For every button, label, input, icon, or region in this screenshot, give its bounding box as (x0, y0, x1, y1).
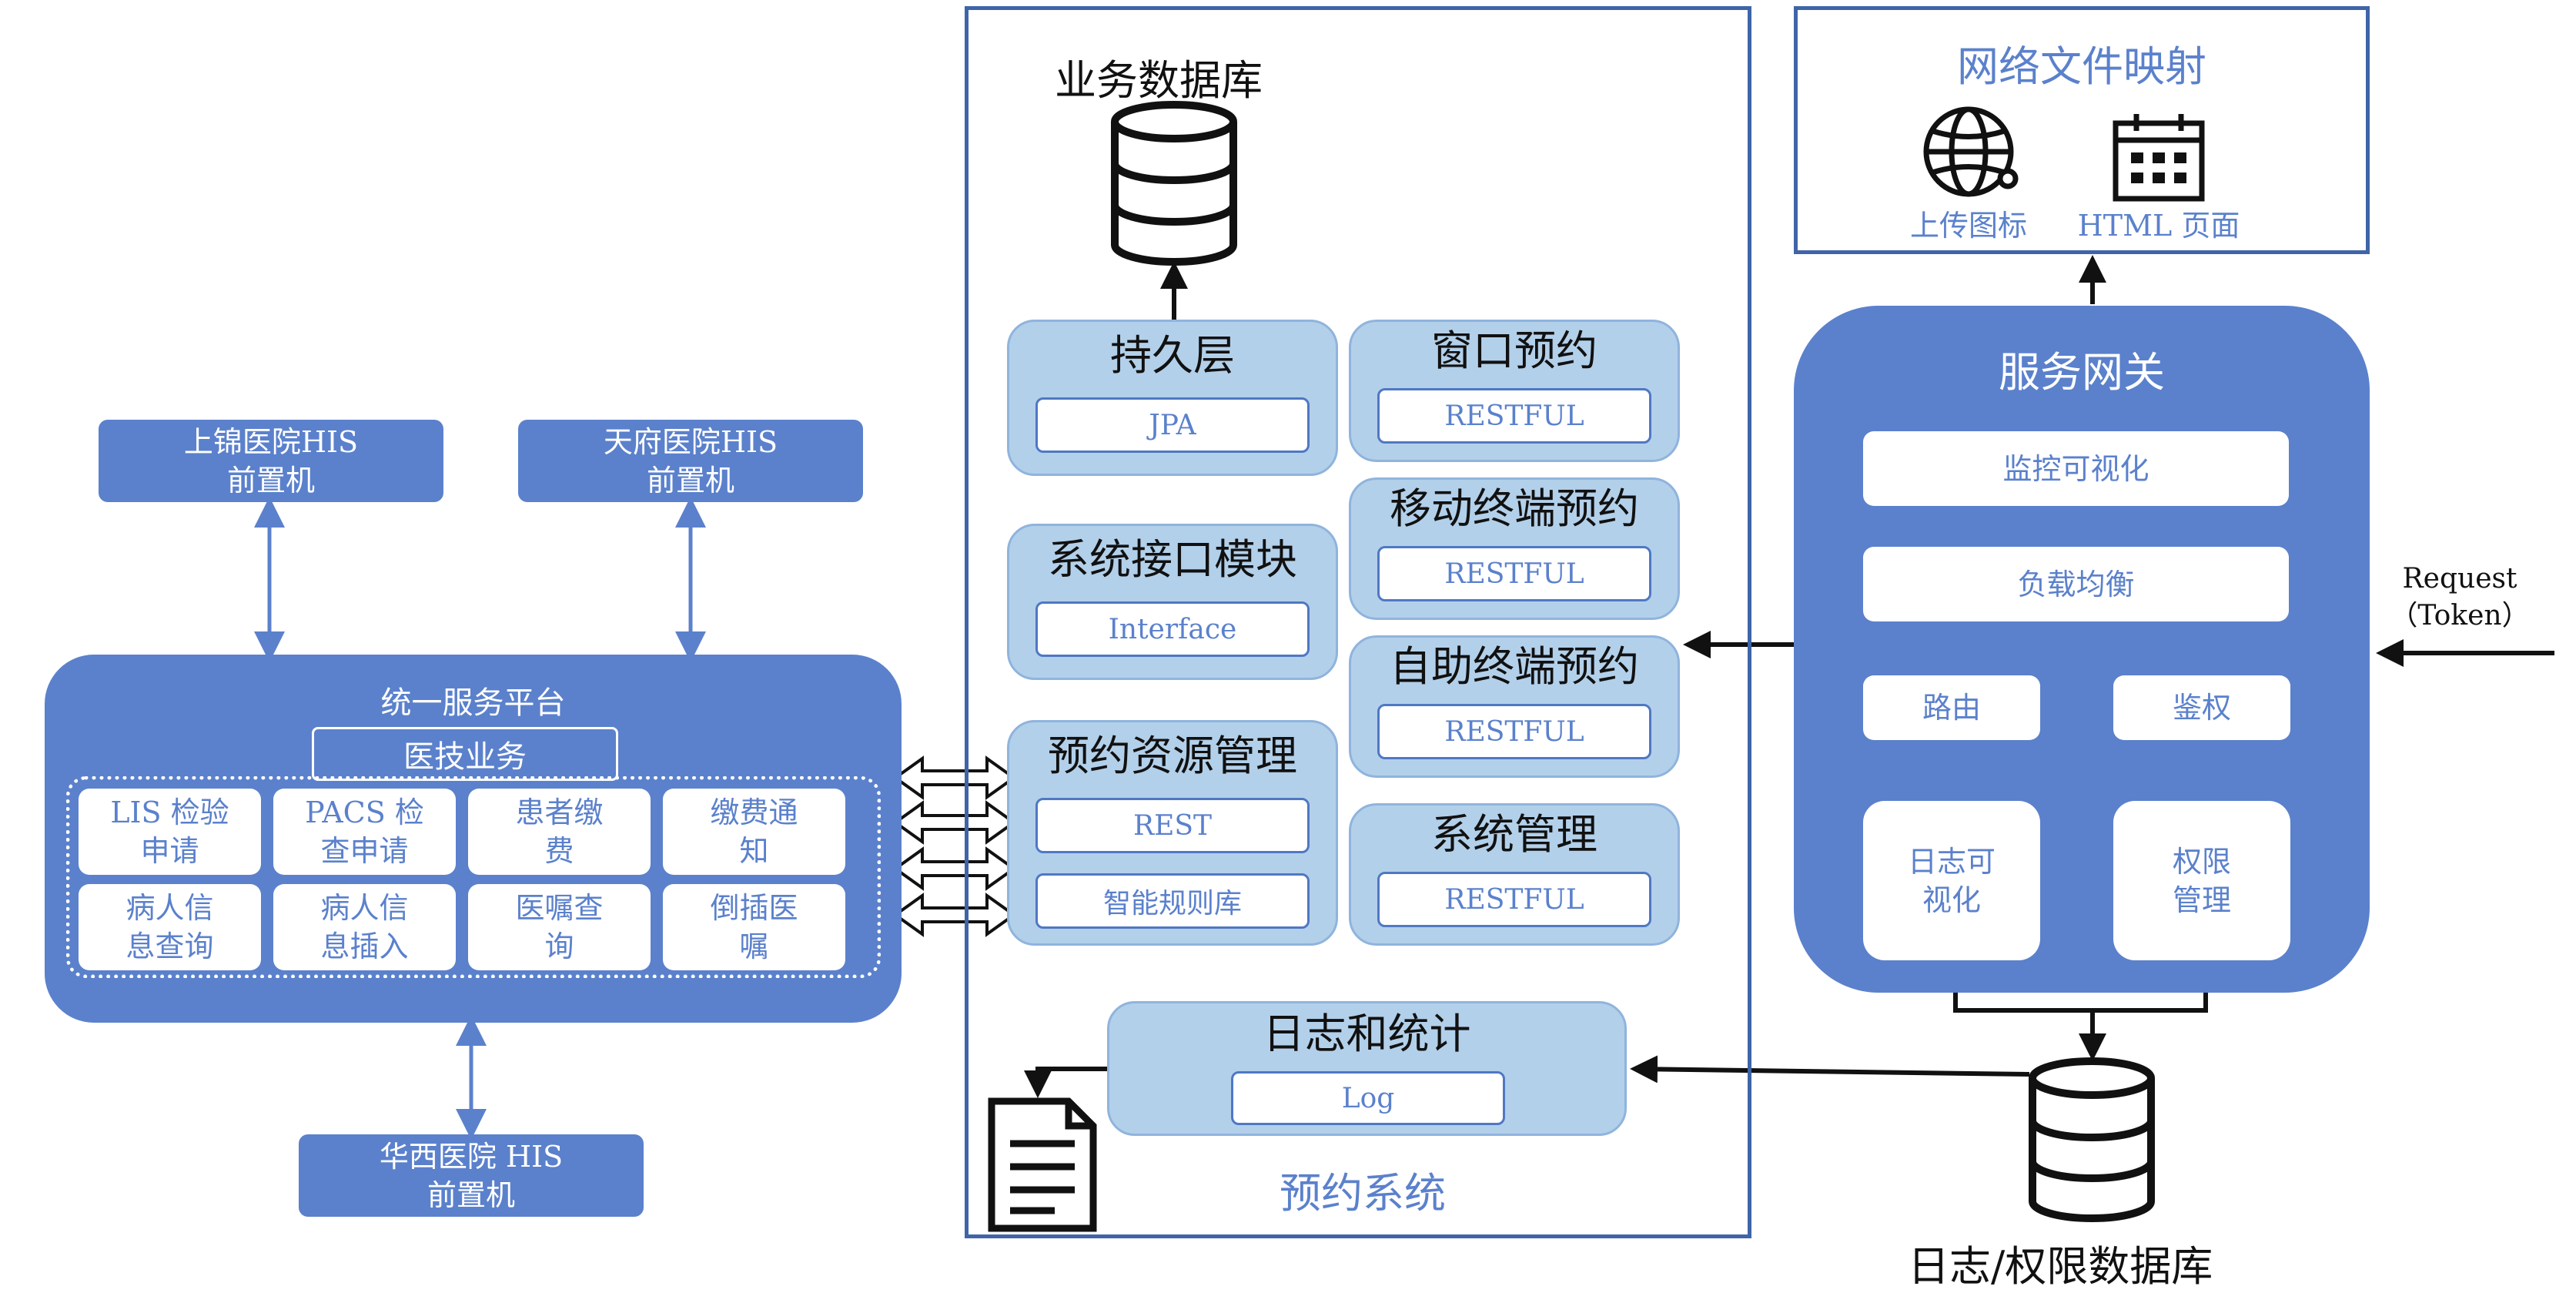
module-item: Interface (1035, 601, 1310, 657)
gateway-item-log-visual: 日志可 视化 (1863, 801, 2040, 960)
module-mobile-booking: 移动终端预约 RESTFUL (1349, 477, 1680, 620)
platform-cell: 缴费通 知 (663, 789, 845, 875)
business-database-icon (1111, 101, 1237, 266)
platform-cell: 患者缴 费 (468, 789, 651, 875)
platform-cell: LIS 检验 申请 (79, 789, 261, 875)
module-item: RESTFUL (1377, 704, 1651, 759)
gateway-title: 服务网关 (1999, 348, 2165, 397)
platform-cell: 医嘱查 询 (468, 884, 651, 970)
module-item: REST (1035, 798, 1310, 853)
platform-cell: PACS 检 查申请 (273, 789, 456, 875)
file-mapping-item-html: HTML 页面 (2077, 209, 2240, 243)
business-database-label: 业务数据库 (1055, 56, 1263, 105)
module-title: 移动终端预约 (1390, 484, 1639, 533)
globe-icon (1923, 106, 2019, 197)
module-title: 自助终端预约 (1390, 642, 1639, 691)
module-resource-management: 预约资源管理 REST 智能规则库 (1007, 720, 1338, 946)
platform-cells-group (66, 776, 881, 978)
gateway-item-monitoring: 监控可视化 (1863, 431, 2289, 506)
module-title: 持久层 (1110, 331, 1235, 380)
module-persistence: 持久层 JPA (1007, 320, 1338, 476)
gateway-item-permission: 权限 管理 (2113, 801, 2290, 960)
request-label: Request （Token） (2390, 563, 2530, 631)
module-item: JPA (1035, 397, 1310, 453)
module-title: 系统管理 (1431, 810, 1597, 859)
module-log-statistics: 日志和统计 Log (1107, 1001, 1627, 1136)
module-title: 窗口预约 (1431, 327, 1597, 375)
arrow-log-to-document (1024, 1067, 1107, 1098)
module-item: RESTFUL (1377, 388, 1651, 444)
log-database-label: 日志/权限数据库 (1908, 1242, 2213, 1291)
arrow-logdb-to-log (1630, 1055, 2030, 1084)
service-gateway: 服务网关 监控可视化 负载均衡 路由 鉴权 日志可 视化 权限 管理 (1794, 306, 2370, 993)
booking-system-frame (965, 6, 1751, 1238)
file-mapping-title: 网络文件映射 (1957, 42, 2206, 91)
booking-system-caption: 预约系统 (1280, 1169, 1446, 1218)
shangjin-his-node: 上锦医院HIS 前置机 (99, 420, 443, 502)
platform-cell: 倒插医 嘱 (663, 884, 845, 970)
module-item: RESTFUL (1377, 872, 1651, 927)
module-title: 日志和统计 (1263, 1010, 1471, 1058)
gateway-item-load-balancing: 负载均衡 (1863, 547, 2289, 621)
huaxi-his-node: 华西医院 HIS 前置机 (299, 1134, 644, 1217)
module-interface: 系统接口模块 Interface (1007, 524, 1338, 680)
file-mapping-frame (1794, 6, 2370, 254)
file-mapping-item-upload: 上传图标 (1909, 209, 2027, 243)
module-self-service-booking: 自助终端预约 RESTFUL (1349, 635, 1680, 778)
platform-cell: 病人信 息插入 (273, 884, 456, 970)
gateway-item-routing: 路由 (1863, 675, 2040, 740)
module-window-booking: 窗口预约 RESTFUL (1349, 320, 1680, 462)
tianfu-his-node: 天府医院HIS 前置机 (518, 420, 863, 502)
module-title: 系统接口模块 (1048, 535, 1297, 584)
platform-subtitle: 医技业务 (312, 727, 618, 781)
calendar-icon (2113, 114, 2205, 202)
log-database-icon (2029, 1057, 2155, 1222)
module-item: Log (1231, 1071, 1505, 1125)
gateway-item-auth: 鉴权 (2113, 675, 2290, 740)
document-icon (988, 1097, 1097, 1232)
unified-platform: 统一服务平台 医技业务 LIS 检验 申请 PACS 检 查申请 患者缴 费 缴… (45, 655, 902, 1023)
platform-cell: 病人信 息查询 (79, 884, 261, 970)
module-item: 智能规则库 (1035, 873, 1310, 929)
module-title: 预约资源管理 (1048, 732, 1297, 780)
platform-title: 统一服务平台 (380, 685, 566, 721)
module-system-management: 系统管理 RESTFUL (1349, 803, 1680, 946)
module-item: RESTFUL (1377, 546, 1651, 601)
